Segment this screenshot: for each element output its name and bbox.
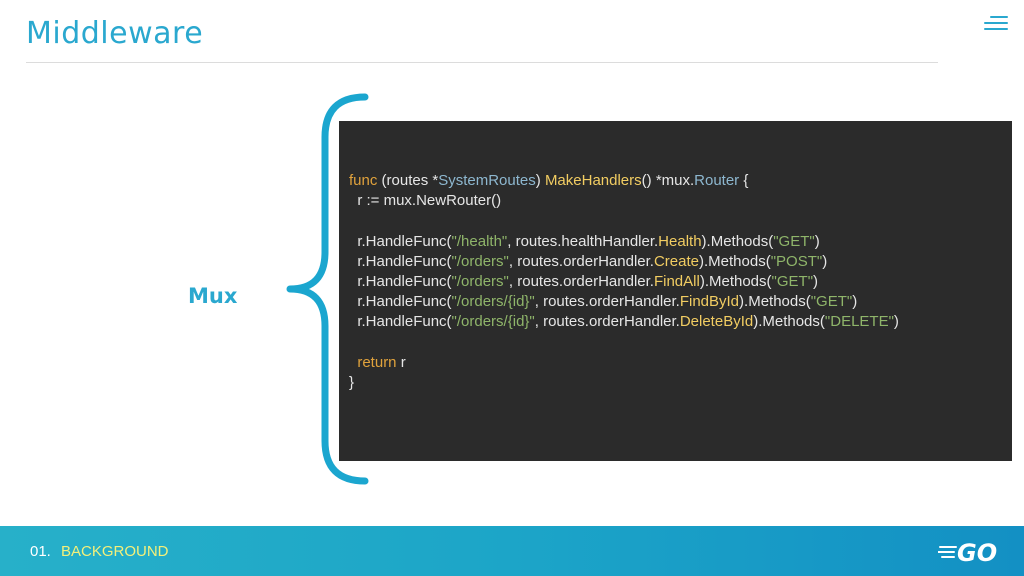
code-line: r.HandleFunc("/orders/{id}", routes.orde… <box>349 312 899 332</box>
menu-icon-bar <box>984 28 1008 30</box>
code-line: r.HandleFunc("/orders", routes.orderHand… <box>349 272 899 292</box>
page-title: Middleware <box>26 16 204 51</box>
code-token: r := mux.NewRouter() <box>349 192 502 210</box>
footer-bar: 01. BACKGROUND GO <box>0 526 1024 576</box>
code-token: r.HandleFunc( <box>349 293 452 311</box>
curly-brace-icon <box>286 93 369 485</box>
code-token: Create <box>653 252 699 270</box>
code-token: MakeHandlers <box>544 172 642 189</box>
code-line: } <box>349 373 899 393</box>
code-token: { <box>739 172 749 189</box>
code-line: func (routes *SystemRoutes) MakeHandlers… <box>349 171 899 191</box>
code-token: "GET" <box>771 272 814 290</box>
menu-icon[interactable] <box>984 16 1008 34</box>
code-token: , routes.orderHandler. <box>534 313 680 331</box>
mux-label: Mux <box>188 284 238 308</box>
code-token: ).Methods( <box>739 293 811 311</box>
code-token: , routes.orderHandler. <box>534 293 680 311</box>
section-name: BACKGROUND <box>61 543 169 560</box>
code-token: ) <box>814 232 820 250</box>
code-token: () *mux. <box>641 172 695 189</box>
code-token: "/orders/{id}" <box>451 313 535 331</box>
title-divider <box>26 62 938 63</box>
code-token: ) <box>893 313 899 331</box>
code-line: return r <box>349 353 899 373</box>
code-token: , routes.orderHandler. <box>508 272 654 290</box>
code-token: ) <box>535 172 545 189</box>
code-token: r.HandleFunc( <box>349 232 452 250</box>
code-token: ) <box>813 272 819 290</box>
code-token: r <box>396 353 406 371</box>
code-token: FindAll <box>653 272 700 290</box>
code-token: "/orders" <box>451 252 509 270</box>
go-logo-text: GO <box>957 539 997 566</box>
code-token: "/orders/{id}" <box>451 293 535 311</box>
code-panel: func (routes *SystemRoutes) MakeHandlers… <box>339 121 1012 461</box>
code-token: ).Methods( <box>699 272 772 290</box>
code-token: r.HandleFunc( <box>349 252 452 270</box>
menu-icon-bar <box>984 22 1008 24</box>
code-token: ).Methods( <box>701 232 774 250</box>
code-token: "POST" <box>770 252 823 270</box>
code-line <box>349 211 899 231</box>
code-token: "DELETE" <box>824 313 894 331</box>
code-token: SystemRoutes <box>438 172 536 189</box>
code-block: func (routes *SystemRoutes) MakeHandlers… <box>349 171 899 393</box>
code-line: r.HandleFunc("/health", routes.healthHan… <box>349 232 899 252</box>
code-token: (routes * <box>377 172 439 189</box>
code-token: "GET" <box>810 293 853 311</box>
code-token: "GET" <box>773 232 815 250</box>
go-logo-icon: GO <box>938 539 997 566</box>
code-token: , routes.healthHandler. <box>507 232 659 250</box>
code-line <box>349 333 899 353</box>
code-token: DeleteById <box>679 313 754 331</box>
code-token: ).Methods( <box>753 313 825 331</box>
code-token: Health <box>658 232 702 250</box>
code-token: func <box>349 172 378 189</box>
code-token: r.HandleFunc( <box>349 313 452 331</box>
code-token: ) <box>852 293 858 311</box>
code-token: "/health" <box>451 232 508 250</box>
code-token: ) <box>822 252 828 270</box>
code-line: r := mux.NewRouter() <box>349 191 899 211</box>
code-token: return <box>357 353 397 371</box>
code-token: r.HandleFunc( <box>349 272 452 290</box>
code-token: "/orders" <box>451 272 509 290</box>
code-token: } <box>349 373 355 391</box>
code-line: r.HandleFunc("/orders/{id}", routes.orde… <box>349 292 899 312</box>
code-token: Router <box>694 172 740 189</box>
code-line: r.HandleFunc("/orders", routes.orderHand… <box>349 252 899 272</box>
code-token: FindById <box>679 293 740 311</box>
menu-icon-bar <box>990 16 1008 18</box>
section-number: 01. <box>30 543 51 560</box>
code-token: , routes.orderHandler. <box>508 252 654 270</box>
code-token: ).Methods( <box>699 252 771 270</box>
